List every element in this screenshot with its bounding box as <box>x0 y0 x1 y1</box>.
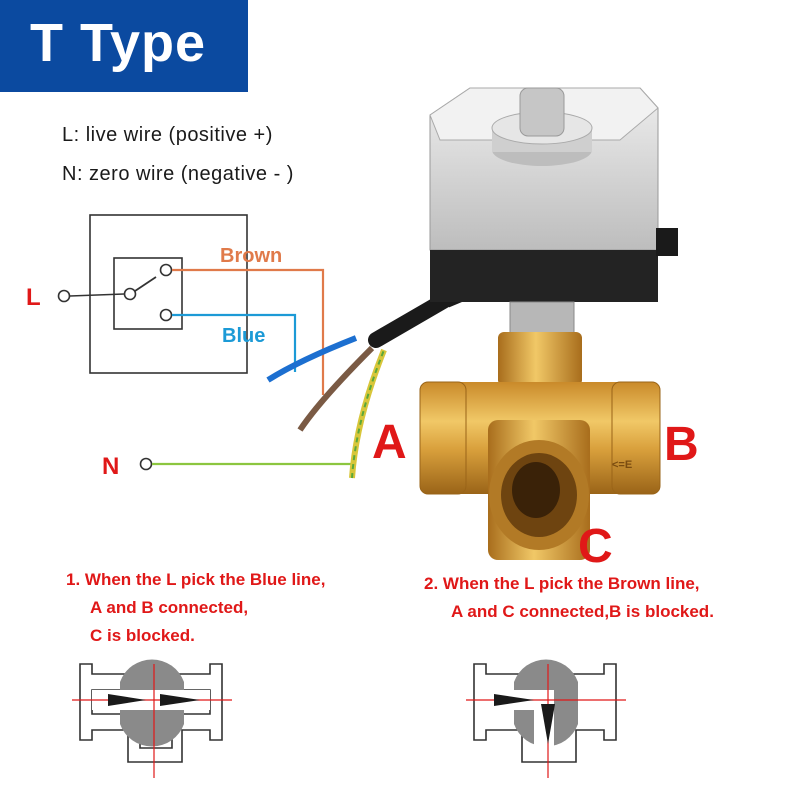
terminal-l-label: L <box>26 284 41 311</box>
title-banner: T Type <box>0 0 248 92</box>
note-brown-line: 2. When the L pick the Brown line, A and… <box>424 570 784 626</box>
terminal-n-label: N <box>102 453 119 480</box>
cable-blue-wire <box>266 335 358 383</box>
port-label-c: C <box>578 520 613 573</box>
black-cable <box>368 292 453 348</box>
stem-nut <box>498 332 582 386</box>
note-2-line2: A and C connected,B is blocked. <box>451 602 714 621</box>
note-1-line2: A and B connected, <box>90 598 249 617</box>
valve-actuator <box>429 87 678 302</box>
note-1-line3: C is blocked. <box>90 626 195 645</box>
port-label-a: A <box>372 416 407 469</box>
wire-label-brown: Brown <box>220 245 282 267</box>
note-2-line1: When the L pick the Brown line, <box>442 574 700 593</box>
wire-label-blue: Blue <box>222 325 265 347</box>
manual-knob <box>491 87 593 166</box>
switch-lever <box>134 276 157 292</box>
legend-live-wire: L: live wire (positive +) <box>62 124 273 146</box>
port-label-b: B <box>664 418 699 471</box>
blue-wire-route <box>172 313 297 372</box>
note-blue-line: 1. When the L pick the Blue line, A and … <box>66 566 396 650</box>
valve-body: <=E <box>419 381 661 560</box>
terminal-n <box>139 457 354 471</box>
svg-text:<=E: <=E <box>612 459 632 471</box>
switch-common-contact <box>123 287 137 301</box>
cable-brown-wire <box>297 345 375 432</box>
terminal-l <box>57 289 125 303</box>
flow-diagram-ac <box>466 659 626 778</box>
note-1-number: 1. <box>66 570 81 589</box>
note-2-number: 2. <box>424 574 439 593</box>
flow-diagram-ab <box>72 659 232 778</box>
switch-contact-brown <box>159 263 173 277</box>
page-title: T Type <box>30 13 207 73</box>
legend-zero-wire: N: zero wire (negative - ) <box>62 163 294 185</box>
note-1-line1: When the L pick the Blue line, <box>84 570 326 589</box>
switch-contact-blue <box>159 308 173 322</box>
